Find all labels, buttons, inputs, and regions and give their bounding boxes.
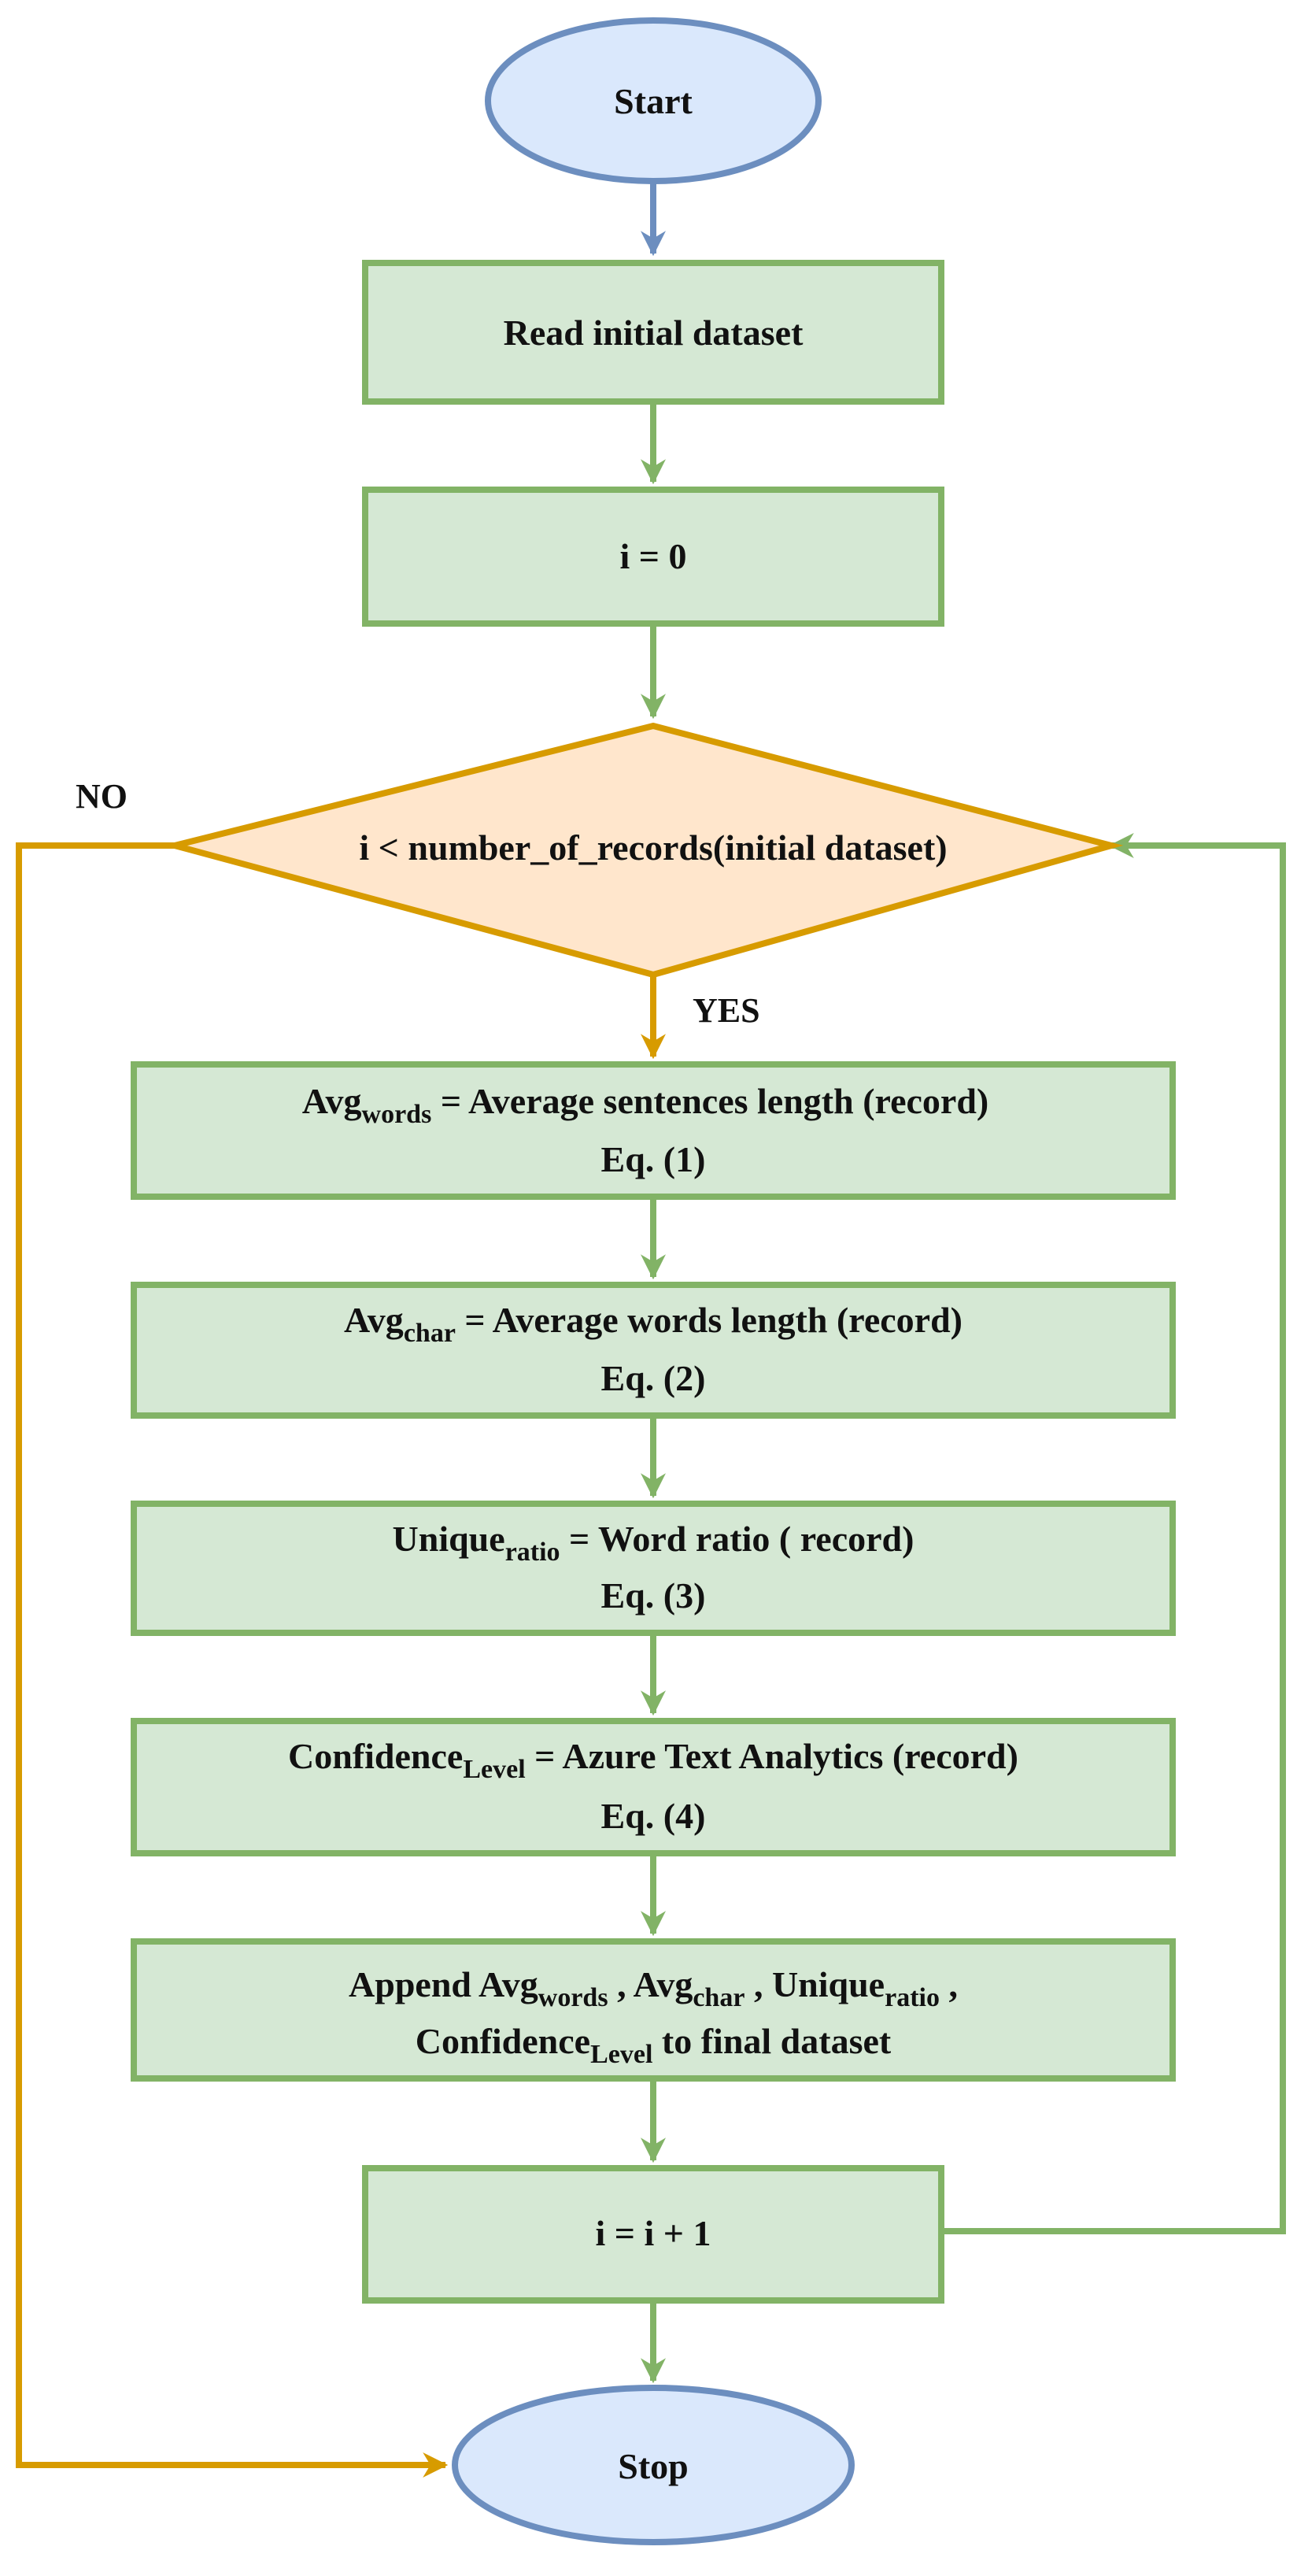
avg-words-definition: = Average sentences length (record)	[431, 1081, 988, 1121]
init-i-box	[362, 487, 944, 627]
loop-condition-label: i < number_of_records(initial dataset)	[359, 827, 947, 868]
avg-words-box	[131, 1061, 1176, 1200]
read-dataset-box	[362, 260, 944, 405]
append-prefix: Append	[349, 1964, 478, 2004]
confidence-level-formula: ConfidenceLevel = Azure Text Analytics (…	[288, 1736, 1018, 1784]
append-separator-2: ,	[745, 1964, 772, 2004]
read-dataset-label: Read initial dataset	[504, 313, 804, 353]
append-line-1: Append Avgwords , Avgchar , Uniqueratio …	[349, 1964, 958, 2012]
append-unique-var: Unique	[772, 1964, 885, 2004]
avg-char-box	[131, 1282, 1176, 1419]
no-branch-label: NO	[76, 777, 127, 816]
append-separator-3: ,	[940, 1964, 958, 2004]
unique-ratio-definition: = Word ratio ( record)	[560, 1519, 914, 1559]
avg-char-var: Avg	[344, 1300, 404, 1340]
increment-label: i = i + 1	[596, 2213, 711, 2253]
stop-terminal	[452, 2385, 855, 2545]
init-i-label: i = 0	[620, 536, 687, 576]
increment-box	[362, 2165, 944, 2304]
loop-condition-diamond	[162, 722, 1124, 979]
append-line-2: ConfidenceLevel to final dataset	[416, 2021, 892, 2069]
start-label: Start	[614, 81, 693, 121]
append-unique-subscript: ratio	[885, 1983, 940, 2012]
append-separator-1: ,	[608, 1964, 634, 2004]
avg-char-formula: Avgchar = Average words length (record)	[344, 1300, 963, 1348]
stop-label: Stop	[618, 2446, 688, 2486]
unique-ratio-eq: Eq. (3)	[601, 1575, 706, 1616]
append-box	[131, 1938, 1176, 2082]
append-avg-char-var: Avg	[634, 1964, 693, 2004]
unique-ratio-var: Unique	[393, 1519, 505, 1559]
confidence-level-subscript: Level	[463, 1755, 525, 1784]
confidence-level-eq: Eq. (4)	[601, 1796, 706, 1836]
avg-char-definition: = Average words length (record)	[456, 1300, 963, 1340]
avg-char-eq: Eq. (2)	[601, 1358, 706, 1398]
unique-ratio-box	[131, 1501, 1176, 1636]
confidence-level-box	[131, 1718, 1176, 1856]
confidence-level-definition: = Azure Text Analytics (record)	[526, 1736, 1018, 1776]
edge-condition-no	[16, 842, 449, 2478]
append-suffix: to final dataset	[652, 2021, 892, 2061]
yes-branch-label: YES	[693, 991, 760, 1030]
append-avg-char-subscript: char	[693, 1983, 745, 2012]
append-avg-words-subscript: words	[538, 1983, 608, 2012]
unique-ratio-formula: Uniqueratio = Word ratio ( record)	[393, 1519, 914, 1567]
append-avg-words-var: Avg	[478, 1964, 538, 2004]
start-terminal	[485, 17, 822, 184]
avg-char-subscript: char	[404, 1319, 456, 1348]
avg-words-eq: Eq. (1)	[601, 1139, 706, 1179]
append-confidence-subscript: Level	[590, 2040, 652, 2069]
append-confidence-var: Confidence	[416, 2021, 590, 2061]
avg-words-subscript: words	[362, 1100, 432, 1129]
confidence-level-var: Confidence	[288, 1736, 463, 1776]
avg-words-var: Avg	[302, 1081, 362, 1121]
edge-increment-loop-back	[941, 833, 1286, 2234]
unique-ratio-subscript: ratio	[505, 1538, 560, 1567]
avg-words-formula: Avgwords = Average sentences length (rec…	[302, 1081, 989, 1129]
